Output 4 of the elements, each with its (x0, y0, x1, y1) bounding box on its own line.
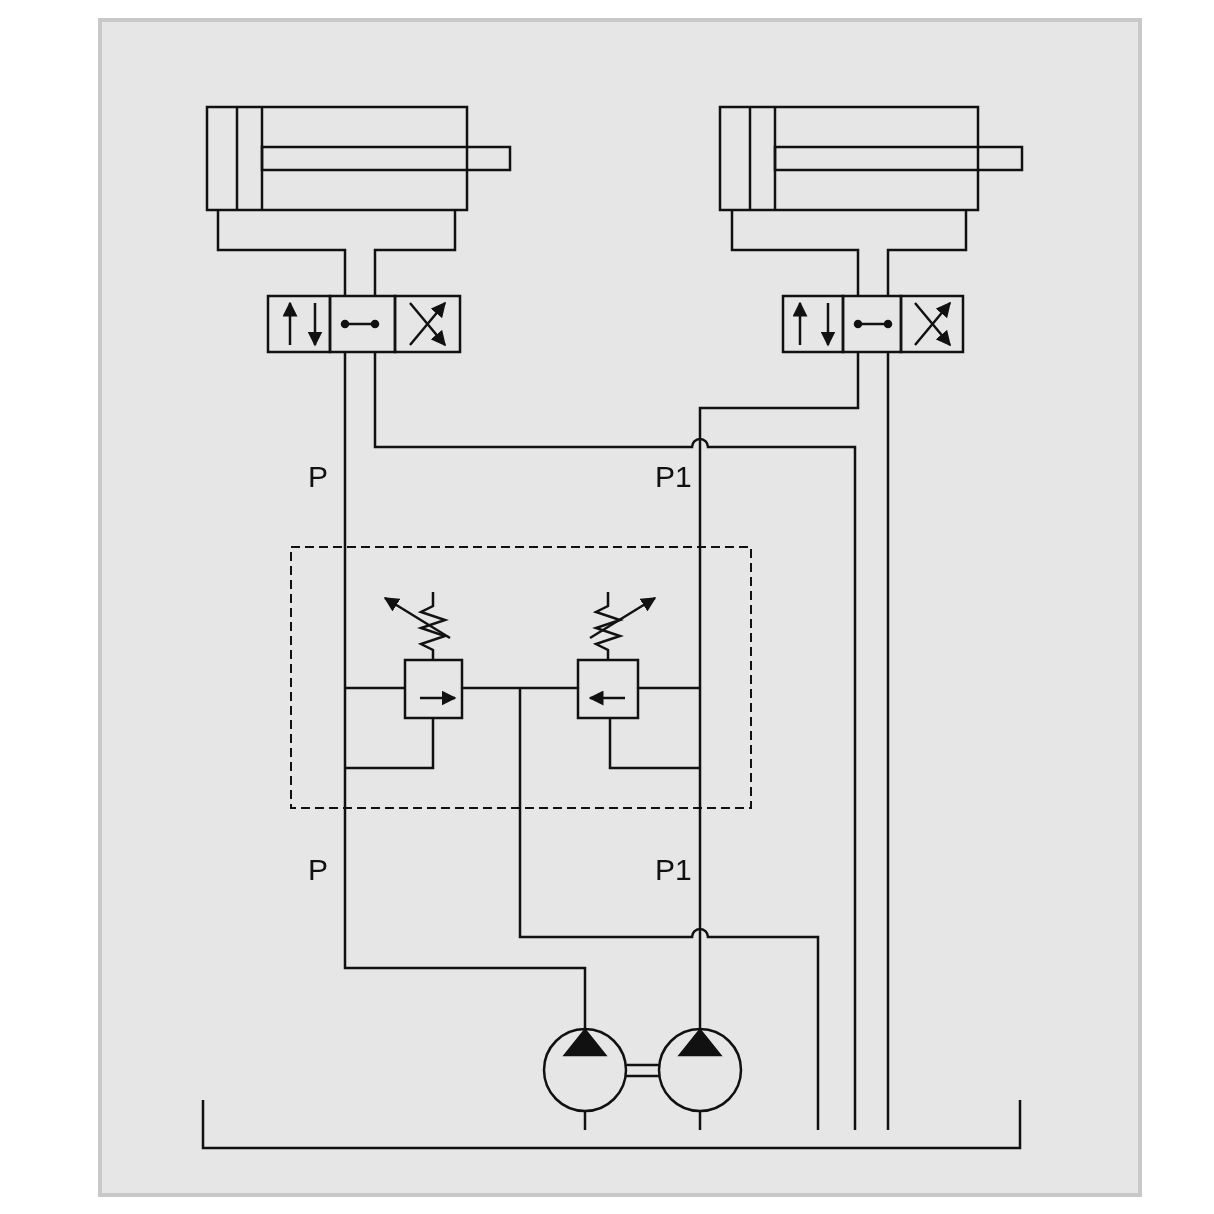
port-label: P1 (655, 855, 692, 885)
port-label: P (308, 462, 328, 492)
port-label: P1 (655, 462, 692, 492)
port-label: P (308, 855, 328, 885)
